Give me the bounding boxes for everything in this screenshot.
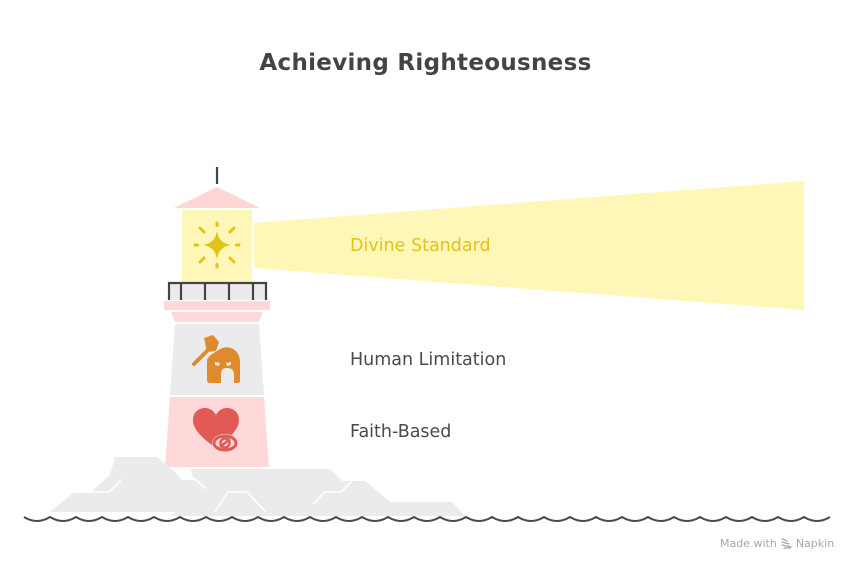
gavel-hammer-mask-icon xyxy=(192,335,240,383)
lighthouse-roof xyxy=(174,187,260,208)
water-waves xyxy=(23,516,831,522)
label-divine-standard: Divine Standard xyxy=(350,236,491,256)
sparkle-icon xyxy=(193,221,241,269)
rocks xyxy=(50,457,465,516)
napkin-watermark[interactable]: Made with Napkin xyxy=(720,537,834,550)
label-human-limitation: Human Limitation xyxy=(350,350,507,370)
rock-cracks xyxy=(88,468,353,513)
watermark-brand: Napkin xyxy=(795,537,835,550)
tower-collar xyxy=(171,312,263,322)
gallery-deck xyxy=(164,301,270,310)
diagram-title: Achieving Righteousness xyxy=(259,50,592,76)
label-faith-based: Faith-Based xyxy=(350,422,452,442)
heart-with-blocked-eye-icon xyxy=(193,408,239,452)
watermark-prefix: Made with xyxy=(720,537,777,550)
light-beam xyxy=(254,181,804,310)
napkin-logo-icon xyxy=(781,538,792,549)
gallery-railing xyxy=(167,281,268,300)
